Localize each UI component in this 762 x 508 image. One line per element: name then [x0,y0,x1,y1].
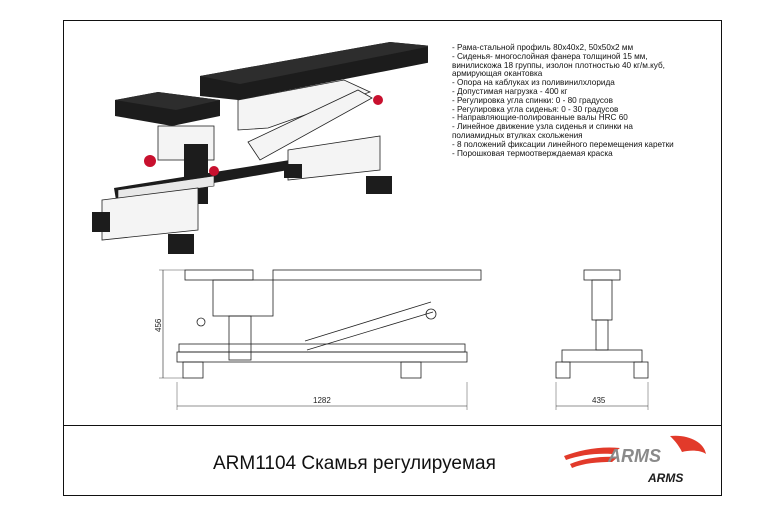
drawing-frame [63,20,722,496]
length-label: 1282 [313,396,331,405]
spec-item: - Регулировка угла сиденья: 0 - 30 граду… [452,104,619,114]
spec-item: - Рама-стальной профиль 80х40х2, 50х50х2… [452,43,634,52]
bench-rendering [92,42,428,254]
height-label: 456 [155,318,163,332]
carriage-knob-icon [209,166,219,176]
spec-item: армирующая окантовка [452,69,543,79]
logo-mark-icon [670,435,706,454]
spec-item: - Направляющие-полированные валы HRC 60 [452,113,628,123]
spec-item: - Порошковая термоотверждаемая краска [452,148,613,158]
spec-list: - Рама-стальной профиль 80х40х2, 50х50х2… [452,43,717,158]
front-view-drawing: 435 [555,269,649,410]
spec-item: - Сиденья- многослойная фанера толщиной … [452,51,648,61]
seat-knob-icon [144,155,156,167]
foot-rear-right [366,176,392,194]
side-seat-column [228,315,252,361]
carriage [117,175,215,201]
back-pad-top [200,42,428,84]
spec-item: - Регулировка угла спинки: 0 - 80 градус… [452,95,613,105]
front-column [591,279,613,321]
side-back-pad [272,269,482,281]
foot-front-right [168,234,194,254]
foot-rear-left [284,164,302,178]
spec-item: - Опора на каблуках из поливинилхлорида [452,78,615,88]
spec-item: полиамидных втулках скольжения [452,130,583,140]
spec-item: - 8 положений фиксации линейного перемещ… [452,139,674,149]
spec-item: - Допустимая нагрузка - 400 кг [452,86,568,96]
foot-front-left [92,212,110,232]
front-foot-left [555,361,571,379]
seat-pad-top [115,92,220,110]
side-knob-icon [196,317,206,327]
side-pivot-icon [425,308,437,320]
logo-swoosh-icon [564,447,620,460]
back-strut [247,89,373,161]
side-seat-pad [184,269,254,281]
side-foot-front [182,361,204,379]
front-pad [583,269,621,281]
title-block-divider [63,425,722,426]
front-post [595,319,609,351]
logo-text-top: ARMS [607,446,661,466]
arms-logo: ARMS ARMS [564,435,706,485]
side-base [176,351,468,363]
side-view-drawing: 456 1282 [155,269,482,410]
width-label: 435 [592,396,606,405]
side-back-strut [304,301,432,342]
logo-swoosh-icon [570,456,618,468]
side-seat-bracket [212,279,274,317]
front-foot-right [633,361,649,379]
logo-text-bottom: ARMS [647,471,683,485]
document-title: ARM1104 Скамья регулируемая [213,453,496,474]
back-knob-icon [373,95,383,105]
spec-item: винилискожа 18 группы, изолон плотностью… [452,60,665,70]
front-base [561,349,643,363]
spec-item: - Линейное движение узла сиденья и спинк… [452,122,633,132]
side-foot-rear [400,361,422,379]
